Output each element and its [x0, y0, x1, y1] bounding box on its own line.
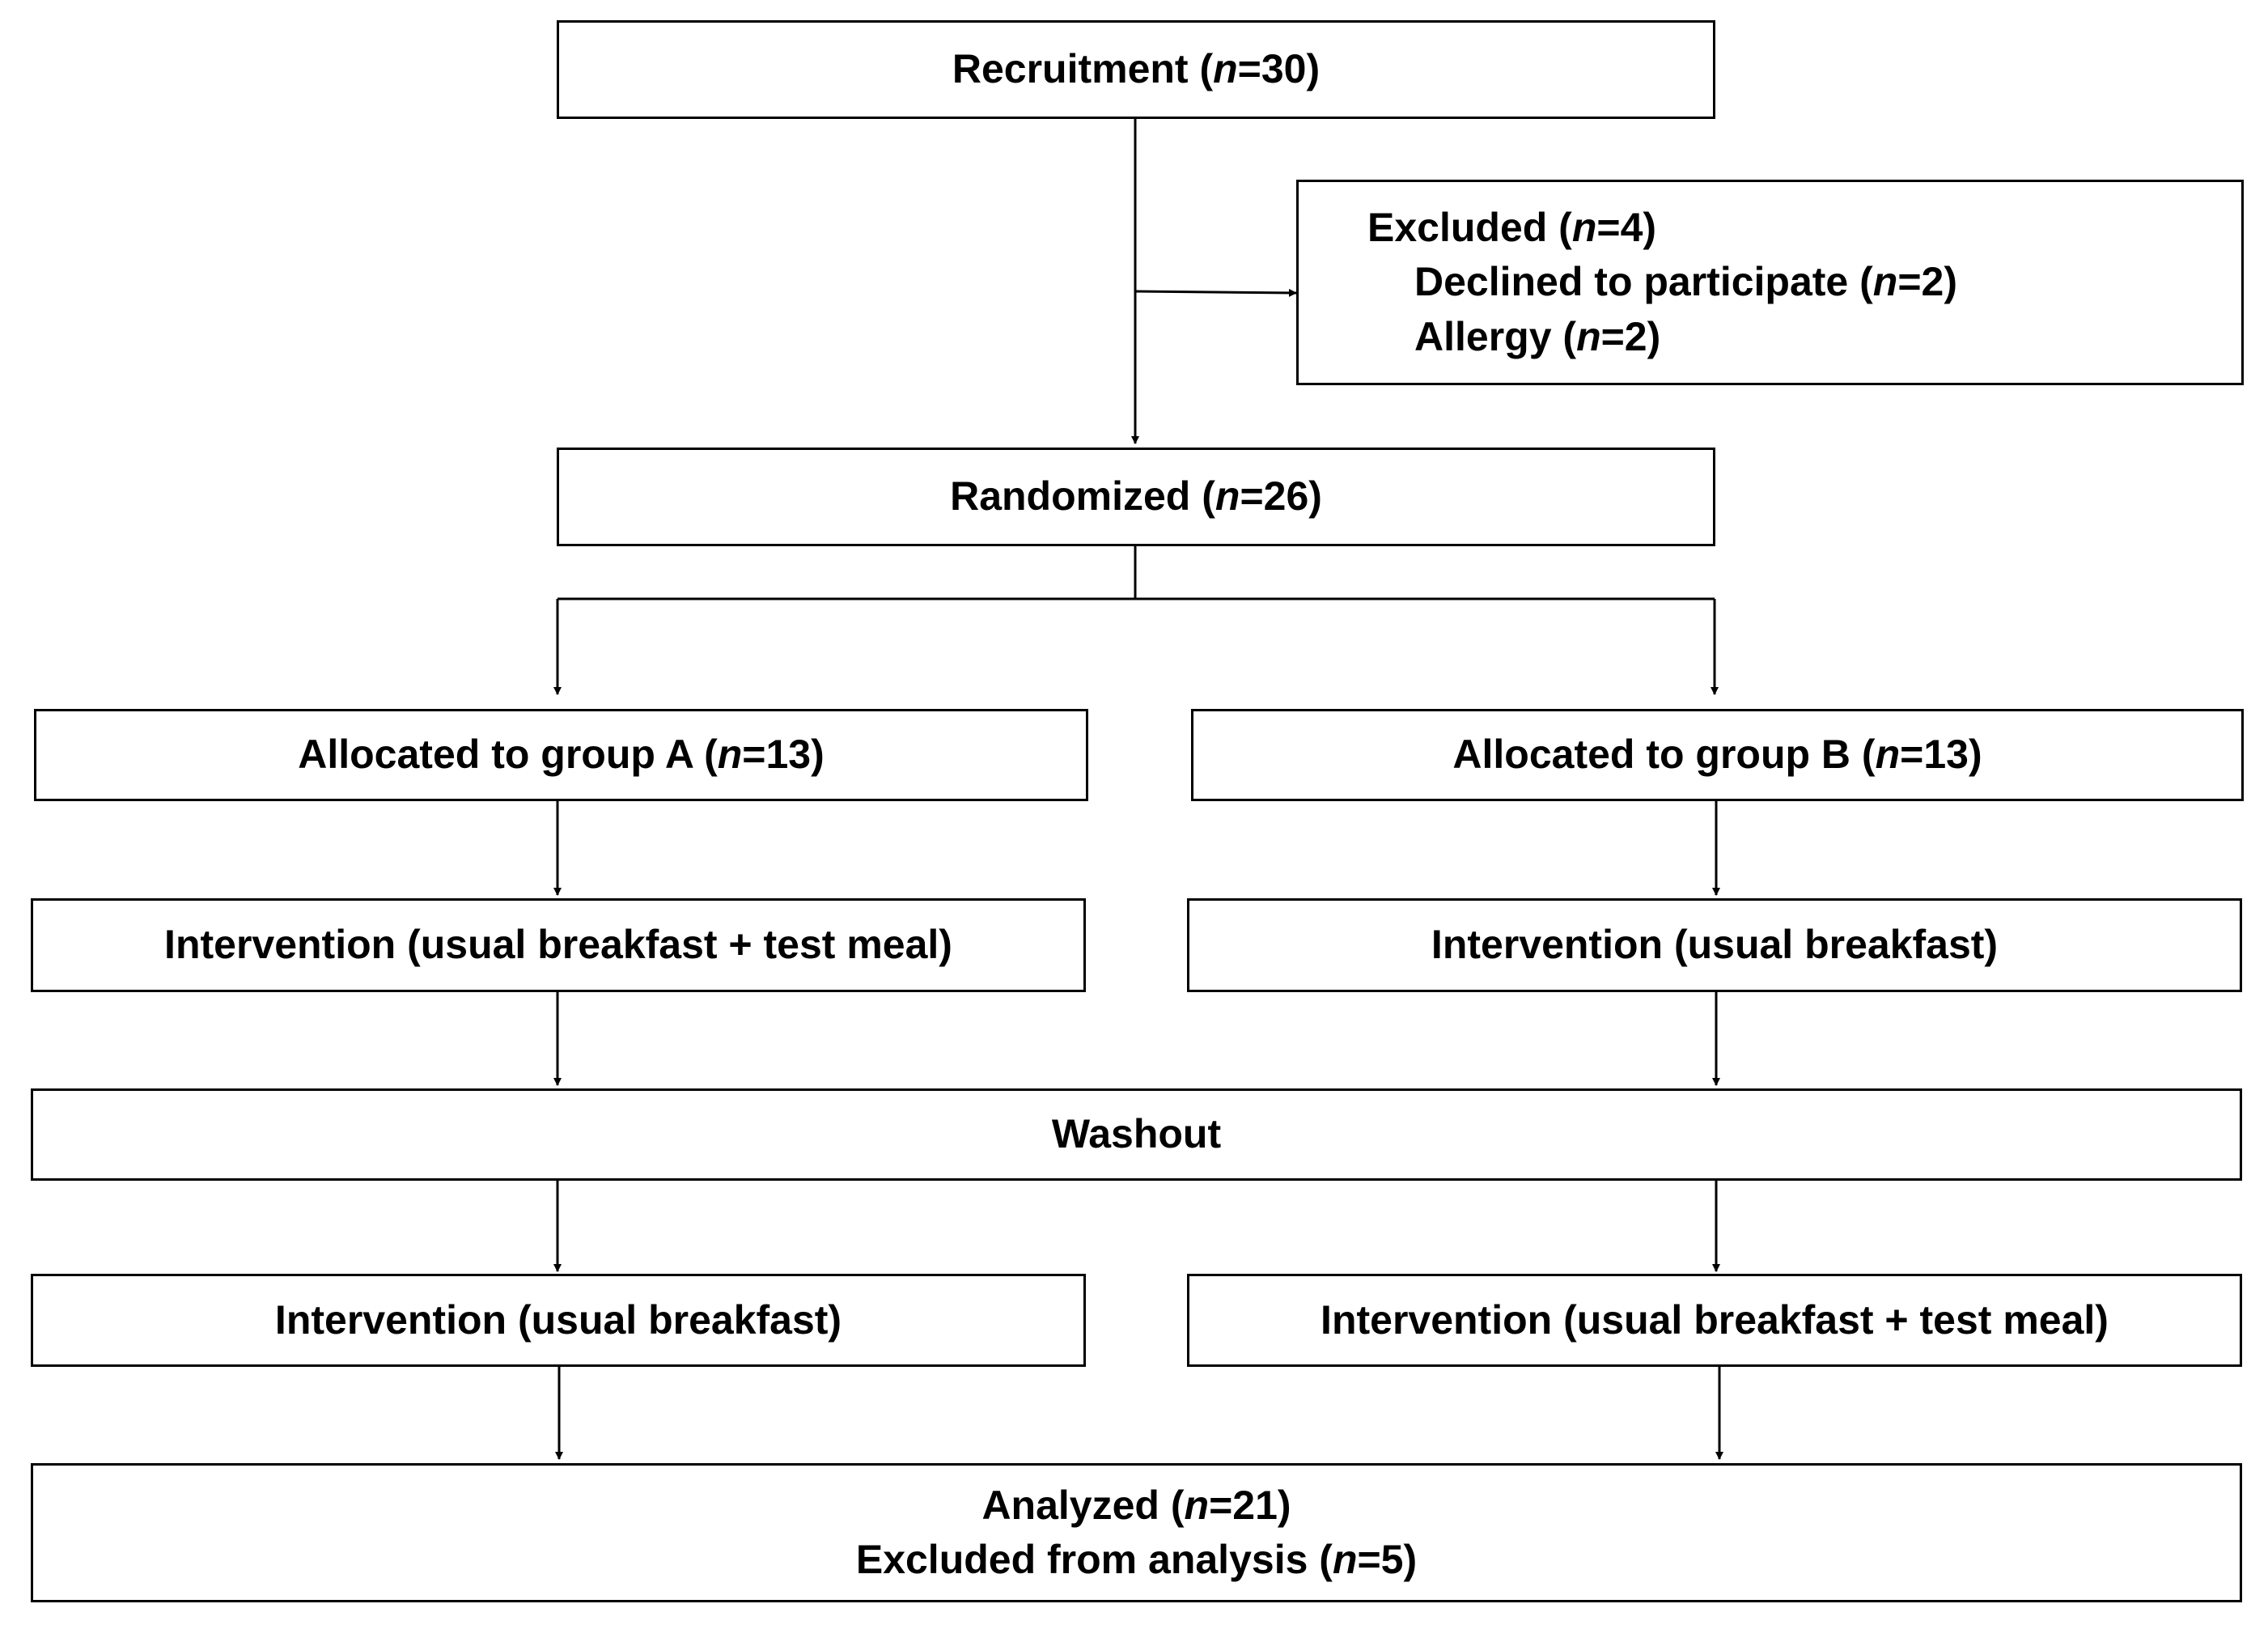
group-a-period1-text: Intervention (usual breakfast + test mea…: [164, 922, 952, 968]
group-b-allocation-text: Allocated to group B (n=13): [1452, 732, 1982, 778]
recruitment-box: Recruitment (n=30): [557, 20, 1715, 119]
group-a-period2-text: Intervention (usual breakfast): [274, 1296, 842, 1343]
group-b-period2-box: Intervention (usual breakfast + test mea…: [1187, 1274, 2242, 1367]
group-b-period1-box: Intervention (usual breakfast): [1187, 898, 2242, 992]
excluded-reason-declined: Declined to participate (n=2): [1414, 259, 1957, 305]
group-b-allocation-box: Allocated to group B (n=13): [1191, 709, 2244, 801]
analyzed-text: Analyzed (n=21): [981, 1482, 1291, 1528]
group-a-allocation-text: Allocated to group A (n=13): [298, 732, 825, 778]
group-b-period1-text: Intervention (usual breakfast): [1431, 922, 1999, 968]
arrow-to-excluded: [1134, 288, 1297, 297]
excluded-reason-allergy: Allergy (n=2): [1414, 313, 1661, 359]
randomized-text: Randomized (n=26): [950, 473, 1322, 520]
washout-text: Washout: [1051, 1111, 1222, 1157]
excluded-box: Excluded (n=4) Declined to participate (…: [1296, 180, 2244, 385]
group-b-period2-text: Intervention (usual breakfast + test mea…: [1321, 1296, 2109, 1343]
group-a-allocation-box: Allocated to group A (n=13): [34, 709, 1088, 801]
excluded-from-analysis-text: Excluded from analysis (n=5): [855, 1537, 1418, 1582]
washout-box: Washout: [31, 1088, 2242, 1181]
randomized-box: Randomized (n=26): [557, 448, 1715, 546]
group-a-period2-box: Intervention (usual breakfast): [31, 1274, 1086, 1367]
group-a-period1-box: Intervention (usual breakfast + test mea…: [31, 898, 1086, 992]
excluded-title: Excluded (n=4): [1367, 204, 1657, 250]
analyzed-box: Analyzed (n=21) Excluded from analysis (…: [31, 1463, 2242, 1602]
recruitment-text: Recruitment (n=30): [952, 46, 1321, 92]
